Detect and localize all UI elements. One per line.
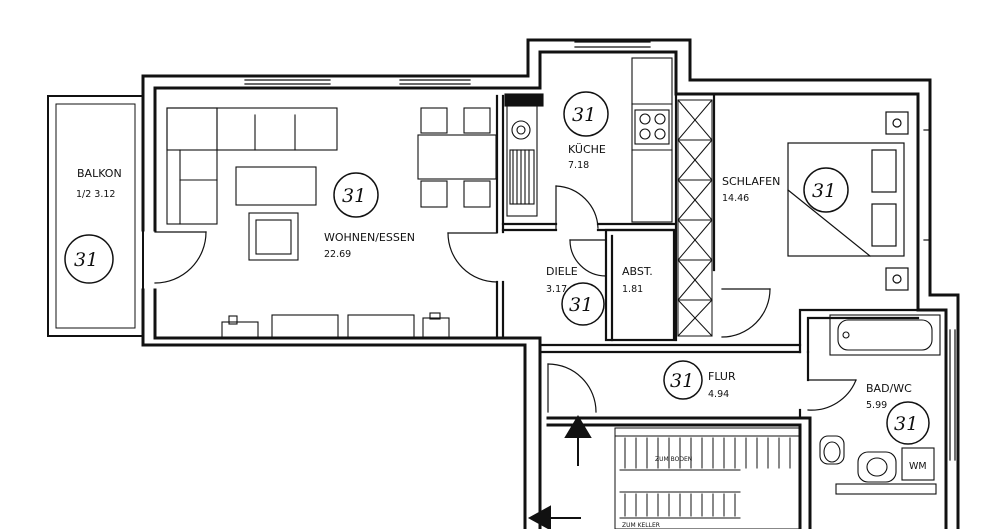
balcony — [47, 95, 144, 337]
room-name-balkon: BALKON — [77, 167, 122, 180]
washing-machine-label: WM — [909, 461, 927, 472]
unit-mark-wohnen: 31 — [342, 185, 366, 207]
bath-fixtures — [819, 314, 941, 495]
room-labels: BALKON 1/2 3.12 WOHNEN/ESSEN 22.69 KÜCHE… — [76, 143, 927, 529]
room-name-flur: FLUR — [708, 370, 736, 383]
stair-treads — [624, 437, 791, 517]
unit-mark-schlafen: 31 — [812, 180, 836, 202]
room-area-wohnen: 22.69 — [324, 249, 351, 260]
unit-mark-bad: 31 — [894, 413, 918, 435]
unit-mark-kueche: 31 — [572, 104, 596, 126]
room-area-flur: 4.94 — [708, 389, 729, 400]
kitchen-fittings — [504, 57, 673, 223]
doors — [154, 185, 857, 413]
room-area-bad: 5.99 — [866, 400, 887, 411]
stair-label-top: ZUM BODEN — [655, 456, 692, 463]
windows — [244, 41, 956, 461]
wardrobe — [677, 99, 713, 337]
dining-table — [417, 107, 497, 208]
sideboard — [221, 312, 450, 339]
entry-arrow-icon — [564, 415, 592, 466]
room-area-schlafen: 14.46 — [722, 193, 749, 204]
interior-walls — [495, 92, 920, 420]
unit-mark-circles — [64, 91, 930, 445]
room-area-abst: 1.81 — [622, 284, 643, 295]
staircase — [614, 427, 801, 529]
room-area-diele: 3.17 — [546, 284, 567, 295]
room-name-schlafen: SCHLAFEN — [722, 175, 780, 188]
sofa — [166, 107, 338, 261]
double-bed — [787, 111, 909, 291]
room-area-kueche: 7.18 — [568, 160, 589, 171]
room-name-abst: ABST. — [622, 265, 653, 278]
unit-mark-balkon: 31 — [74, 249, 98, 271]
room-name-wohnen: WOHNEN/ESSEN — [324, 231, 415, 244]
unit-mark-flur: 31 — [670, 370, 694, 392]
unit-marks: 31 31 31 31 31 31 31 — [74, 104, 918, 435]
room-name-kueche: KÜCHE — [568, 143, 606, 156]
room-area-balkon: 1/2 3.12 — [76, 189, 115, 200]
unit-mark-diele: 31 — [569, 294, 593, 316]
room-name-diele: DIELE — [546, 265, 578, 278]
exit-arrow-icon — [527, 505, 581, 529]
stair-label-bottom: ZUM KELLER — [622, 522, 660, 529]
room-name-bad: BAD/WC — [866, 382, 912, 395]
